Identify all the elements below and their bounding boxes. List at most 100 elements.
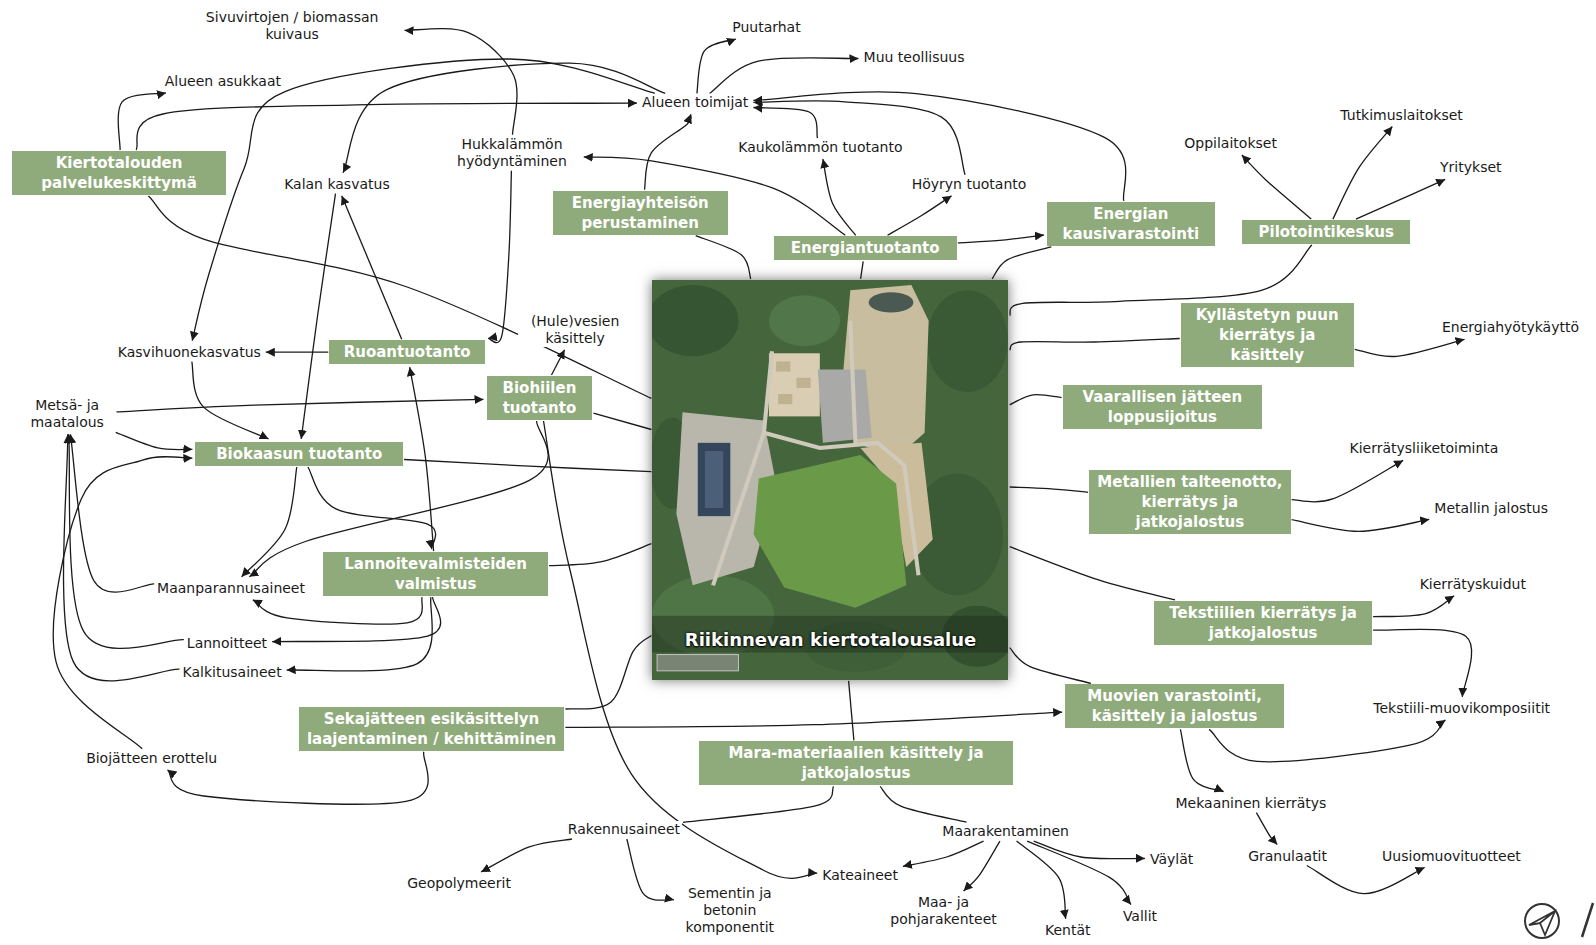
node-label: Tekstiilien kierrätys ja jatkojalostus <box>1169 604 1357 642</box>
text-node: Yritykset <box>1438 159 1503 176</box>
node-label: Väylät <box>1150 851 1193 867</box>
text-node: Lannoitteet <box>185 635 269 652</box>
connector <box>1333 127 1392 220</box>
node-label: Uusiomuovituotteet <box>1382 848 1521 864</box>
node-label: Lannoitteet <box>187 635 267 651</box>
text-node: Hukkalämmön hyödyntäminen <box>443 136 580 170</box>
connector <box>404 460 651 472</box>
node-label: Sivuvirtojen / biomassan kuivaus <box>206 9 379 42</box>
site-image-box: Riikinnevan kiertotalousalue <box>652 280 1008 680</box>
text-node: Alueen asukkaat <box>163 73 283 90</box>
text-node: Puutarhat <box>730 19 802 36</box>
node-label: Kyllästetyn puun kierrätys ja käsittely <box>1196 306 1339 364</box>
connector <box>683 786 834 822</box>
text-node: Kasvihuonekasvatus <box>116 344 263 361</box>
illustration-part <box>776 361 790 371</box>
text-node: Höyryn tuotanto <box>910 176 1029 193</box>
node-label: Pilotointikeskus <box>1259 223 1394 241</box>
node-label: Höyryn tuotanto <box>912 176 1027 192</box>
node-label: Energian kausivarastointi <box>1062 205 1199 243</box>
process-box: Biokaasun tuotanto <box>195 442 403 466</box>
connector <box>861 261 864 279</box>
illustration-part <box>1529 911 1555 935</box>
illustration-part <box>778 394 792 404</box>
connector <box>253 597 423 624</box>
node-label: Mara-materiaalien käsittely ja jatkojalo… <box>728 744 983 782</box>
connector <box>488 171 511 343</box>
text-node: Muu teollisuus <box>862 49 967 66</box>
illustration-part <box>657 655 738 671</box>
connector <box>565 636 651 710</box>
illustration-part <box>698 443 731 516</box>
illustration-part <box>1525 904 1559 938</box>
text-node: Kaukolämmön tuotanto <box>736 139 904 156</box>
illustration-part <box>705 451 723 508</box>
process-box: Metallien talteenotto, kierrätys ja jatk… <box>1089 470 1291 534</box>
node-label: Kalan kasvatus <box>284 176 390 192</box>
connector <box>1356 179 1445 219</box>
process-box: Energiantuotanto <box>774 236 957 260</box>
connector <box>242 467 297 577</box>
process-box: Ruoantuotanto <box>329 340 485 364</box>
text-node: Granulaatit <box>1246 848 1329 865</box>
connector <box>70 434 154 592</box>
connector <box>1180 729 1223 791</box>
connector <box>903 841 984 866</box>
illustration-part <box>927 290 1008 392</box>
node-label: Kalkitusaineet <box>183 664 282 680</box>
node-label: Kateaineet <box>822 867 898 883</box>
node-label: Maa- ja pohjarakenteet <box>890 894 996 927</box>
connector <box>53 457 192 749</box>
illustration-part <box>818 370 872 443</box>
connector <box>118 93 166 150</box>
connector <box>64 434 180 681</box>
text-node: Maarakentaminen <box>940 823 1071 840</box>
text-node: Tekstiili-muovikomposiitit <box>1371 700 1552 717</box>
illustration-part <box>769 353 820 416</box>
node-label: Metsä- ja maatalous <box>30 397 104 430</box>
text-node: Geopolymeerit <box>405 875 513 892</box>
text-node: Vallit <box>1121 908 1159 925</box>
connector <box>1242 155 1311 219</box>
node-label: (Hule)vesien käsittely <box>531 313 619 346</box>
node-label: Vallit <box>1123 908 1157 924</box>
node-label: Energiahyötykäyttö <box>1442 319 1579 335</box>
connector <box>272 597 441 642</box>
logo-icon <box>1515 895 1596 945</box>
connector <box>1010 487 1088 492</box>
node-label: Oppilaitokset <box>1184 135 1277 151</box>
connector <box>753 108 817 139</box>
connector <box>116 432 193 449</box>
node-label: Tekstiili-muovikomposiitit <box>1373 700 1550 716</box>
connector <box>849 681 854 741</box>
connector <box>1010 648 1091 684</box>
connector <box>753 101 965 175</box>
connector <box>192 362 269 439</box>
connector <box>880 786 966 822</box>
illustration-part <box>769 295 840 346</box>
node-label: Hukkalämmön hyödyntäminen <box>457 136 567 169</box>
connector <box>1010 547 1175 600</box>
node-label: Puutarhat <box>732 19 800 35</box>
connector <box>117 399 484 412</box>
text-node: Energiahyötykäyttö <box>1440 319 1581 336</box>
connector <box>1034 841 1145 859</box>
connector <box>964 841 1000 891</box>
text-node: Kateaineet <box>820 867 900 884</box>
process-box: Muovien varastointi, käsittely ja jalost… <box>1065 684 1284 728</box>
illustration-part <box>652 285 738 356</box>
connector <box>992 247 1051 279</box>
connector <box>565 712 1062 727</box>
connector <box>888 196 952 236</box>
connector <box>593 413 651 429</box>
node-label: Mekaaninen kierrätys <box>1176 795 1327 811</box>
node-label: Muu teollisuus <box>864 49 965 65</box>
node-label: Yritykset <box>1440 159 1501 175</box>
illustration-part <box>869 292 914 312</box>
area-title: Riikinnevan kiertotalousalue <box>685 629 977 650</box>
connector <box>308 467 436 549</box>
process-box: Kyllästetyn puun kierrätys ja käsittely <box>1181 303 1354 367</box>
process-box: Mara-materiaalien käsittely ja jatkojalo… <box>699 741 1014 785</box>
text-node: (Hule)vesien käsittely <box>518 313 632 347</box>
